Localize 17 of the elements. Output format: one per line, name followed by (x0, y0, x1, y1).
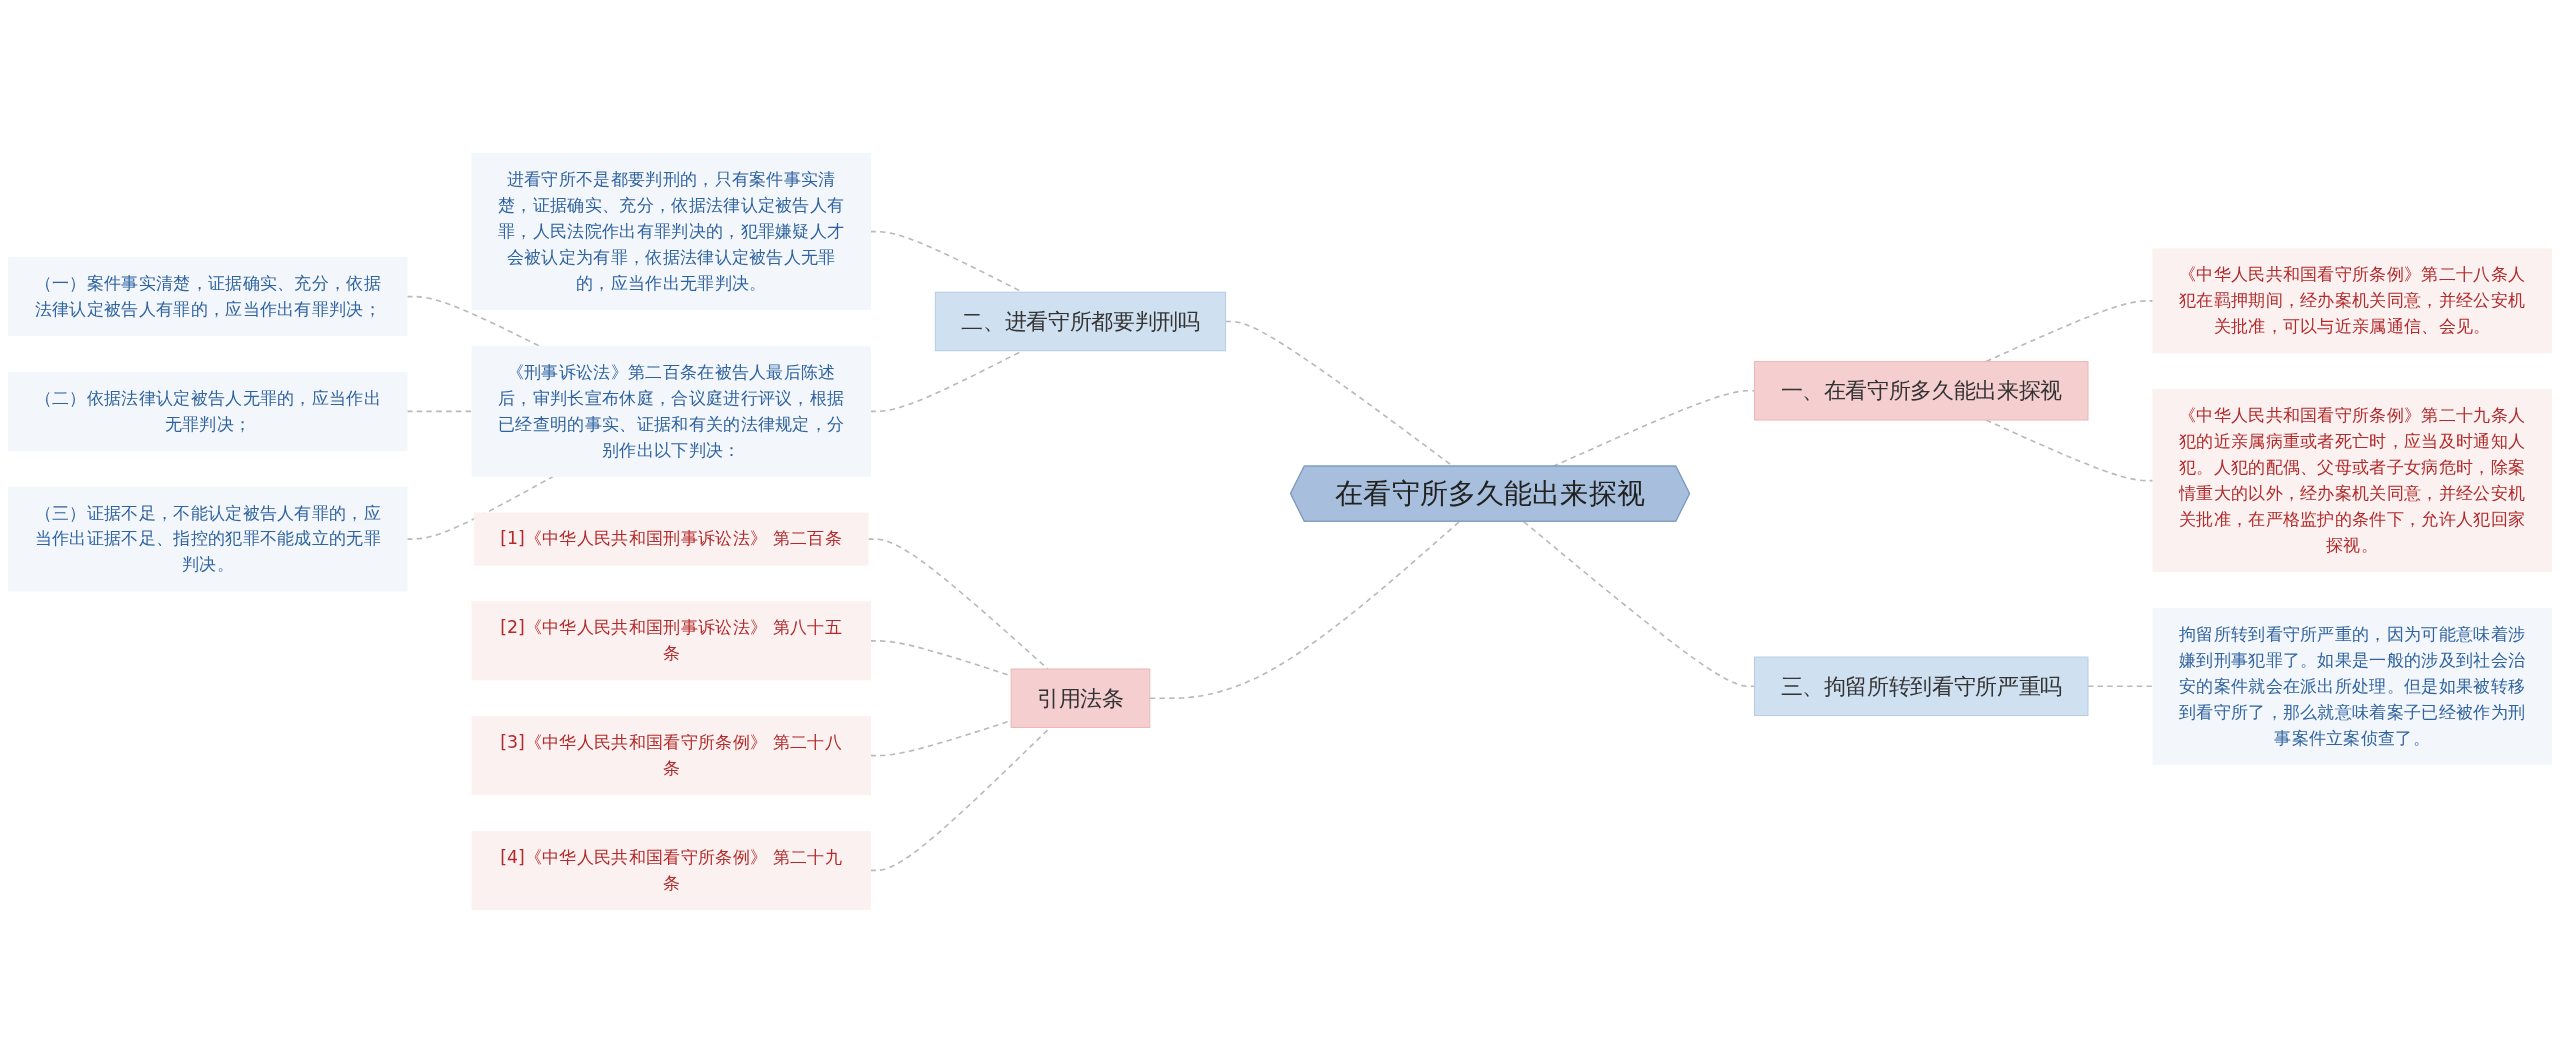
node-box: 引用法条 (1010, 668, 1151, 728)
node-box: 一、在看守所多久能出来探视 (1754, 361, 2089, 421)
node-box: （一）案件事实清楚，证据确实、充分，依据法律认定被告人有罪的，应当作出有罪判决； (8, 257, 408, 337)
node-box: [1]《中华人民共和国刑事诉讼法》 第二百条 (473, 512, 869, 566)
node-box: 三、拘留所转到看守所严重吗 (1754, 656, 2089, 717)
node-box: [3]《中华人民共和国看守所条例》 第二十八条 (471, 716, 871, 796)
node-box: 二、进看守所都要判刑吗 (934, 291, 1227, 352)
node-box: 《中华人民共和国看守所条例》第二十九条人犯的近亲属病重或者死亡时，应当及时通知人犯。人犯的配偶、父母或者子女病危时，除案情重大的以外，经办案机关同意，并经公安机关批准，在严格监护的条件下，允许人犯回家探视。 (2152, 389, 2552, 573)
node-box: （三）证据不足，不能认定被告人有罪的，应当作出证据不足、指控的犯罪不能成立的无罪判决。 (8, 486, 408, 592)
node-box: 拘留所转到看守所严重的，因为可能意味着涉嫌到刑事犯罪了。如果是一般的涉及到社会治安的案件就会在派出所处理。但是如果被转移到看守所了，那么就意味着案子已经被作为刑事案件立案侦查了。 (2152, 607, 2552, 765)
node-box: [4]《中华人民共和国看守所条例》 第二十九条 (471, 830, 871, 910)
node-box: 《刑事诉讼法》第二百条在被告人最后陈述后，审判长宣布休庭，合议庭进行评议，根据已经查明的事实、证据和有关的法律规定，分别作出以下判决： (471, 345, 871, 477)
connector (1552, 389, 1756, 468)
node-box: [2]《中华人民共和国刑事诉讼法》 第八十五条 (471, 601, 871, 681)
node-box: 《中华人民共和国看守所条例》第二十八条人犯在羁押期间，经办案机关同意，并经公安机关批准，可以与近亲属通信、会见。 (2152, 248, 2552, 354)
node-box: （二）依据法律认定被告人无罪的，应当作出无罪判决； (8, 371, 408, 451)
node-box: 进看守所不是都要判刑的，只有案件事实清楚，证据确实、充分，依据法律认定被告人有罪，人民法院作出有罪判决的，犯罪嫌疑人才会被认定为有罪，依据法律认定被告人无罪的，应当作出无罪判决。 (471, 153, 871, 311)
